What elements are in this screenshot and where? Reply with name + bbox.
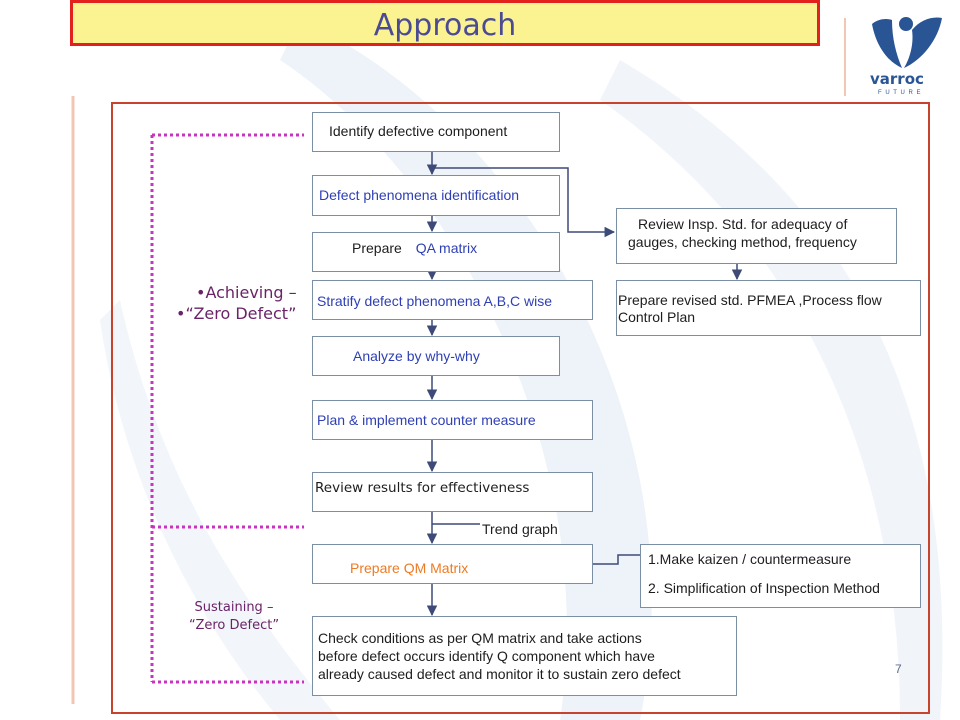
plan-implement-box: Plan & implement counter measure xyxy=(312,400,593,440)
varroc-logo-icon xyxy=(872,17,942,68)
qa-matrix-label: QA matrix xyxy=(415,240,478,256)
sustaining-line-2: “Zero Defect” xyxy=(188,618,280,633)
title-banner: Approach xyxy=(70,0,820,46)
sustaining-line-1: Sustaining – xyxy=(194,600,274,615)
page-number: 7 xyxy=(895,662,902,676)
achieving-line-1: •Achieving – xyxy=(196,283,297,302)
review-insp-line-1: Review Insp. Std. for adequacy of xyxy=(638,216,848,232)
analyze-box: Analyze by why-why xyxy=(312,336,560,376)
review-results-box: Review results for effectiveness xyxy=(312,472,593,512)
stratify-box: Stratify defect phenomena A,B,C wise xyxy=(312,280,593,320)
kaizen-label: 1.Make kaizen / countermeasure xyxy=(648,551,852,567)
prepare-qm-label: Prepare QM Matrix xyxy=(350,560,469,576)
prepare-label: Prepare xyxy=(352,240,402,256)
check-conditions-box: Check conditions as per QM matrix and ta… xyxy=(312,616,737,696)
revised-std-box: Prepare revised std. PFMEA ,Process flow… xyxy=(616,280,921,336)
revised-std-line-1: Prepare revised std. PFMEA ,Process flow xyxy=(618,292,882,308)
identify-defective-component-box: Identify defective component xyxy=(312,112,560,152)
check-line-3: already caused defect and monitor it to … xyxy=(318,666,681,682)
review-results-label: Review results for effectiveness xyxy=(315,480,530,496)
kaizen-box: 1.Make kaizen / countermeasure 2. Simpli… xyxy=(640,544,921,608)
sustaining-label: Sustaining – “Zero Defect” xyxy=(176,599,292,635)
defect-phenomena-box: Defect phenomena identification xyxy=(312,175,560,216)
review-insp-line-2: gauges, checking method, frequency xyxy=(628,234,857,250)
check-line-1: Check conditions as per QM matrix and ta… xyxy=(318,630,642,646)
prepare-qa-matrix-box: Prepare QA matrix xyxy=(312,232,560,272)
achieving-line-2: •“Zero Defect” xyxy=(176,304,297,323)
stratify-label: Stratify defect phenomena A,B,C wise xyxy=(317,293,553,309)
defect-phenomena-label: Defect phenomena identification xyxy=(319,187,520,203)
check-line-2: before defect occurs identify Q componen… xyxy=(318,648,655,664)
identify-label: Identify defective component xyxy=(329,123,508,139)
achieving-label: •Achieving – •“Zero Defect” xyxy=(176,282,297,324)
trend-graph-label: Trend graph xyxy=(482,521,558,537)
slide-title: Approach xyxy=(373,8,517,43)
logo-tagline: F U T U R E xyxy=(878,90,922,96)
logo-brand: varroc xyxy=(870,70,924,88)
content-frame xyxy=(111,102,930,714)
revised-std-line-2: Control Plan xyxy=(618,309,696,325)
simplification-label: 2. Simplification of Inspection Method xyxy=(648,580,880,596)
prepare-qm-matrix-box: Prepare QM Matrix xyxy=(312,544,593,584)
analyze-label: Analyze by why-why xyxy=(353,348,480,364)
varroc-logo: varroc F U T U R E xyxy=(862,10,952,100)
plan-label: Plan & implement counter measure xyxy=(317,412,536,428)
review-insp-std-box: Review Insp. Std. for adequacy of gauges… xyxy=(616,208,897,264)
